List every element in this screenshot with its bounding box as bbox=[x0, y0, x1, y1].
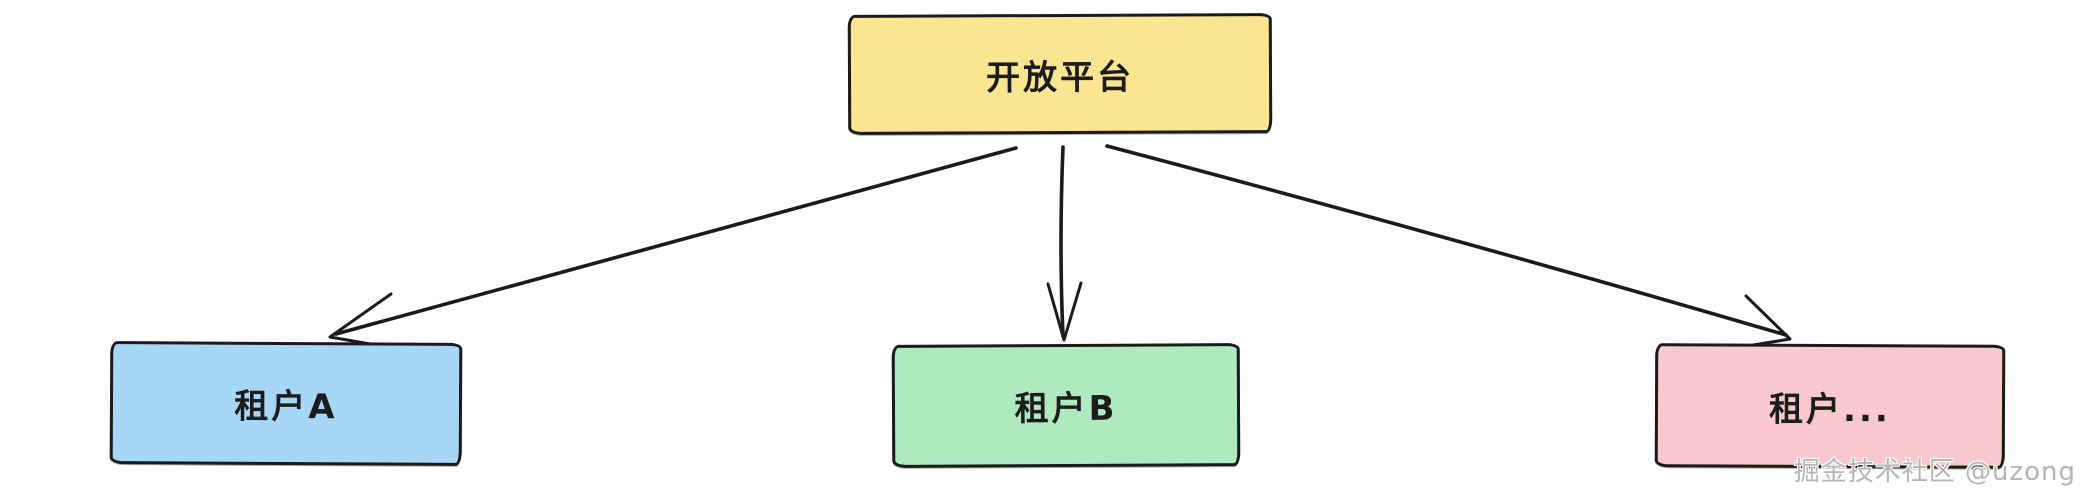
node-tenant-a-label: 租户A bbox=[234, 386, 338, 428]
arrow-platform-to-tenant-a bbox=[328, 146, 1018, 351]
node-tenant-b-label: 租户B bbox=[1014, 388, 1118, 430]
node-tenant-etc: 租户... bbox=[1654, 343, 2006, 469]
arrow-platform-to-tenant-etc bbox=[1105, 144, 1792, 351]
node-tenant-b: 租户B bbox=[891, 343, 1241, 468]
node-tenant-etc-label: 租户... bbox=[1769, 389, 1891, 430]
node-open-platform: 开放平台 bbox=[847, 13, 1273, 135]
watermark: 掘金技术社区 @uzong bbox=[1793, 457, 2076, 487]
node-open-platform-label: 开放平台 bbox=[985, 57, 1135, 98]
arrow-platform-to-tenant-b bbox=[1046, 145, 1083, 342]
node-tenant-a: 租户A bbox=[109, 341, 463, 466]
